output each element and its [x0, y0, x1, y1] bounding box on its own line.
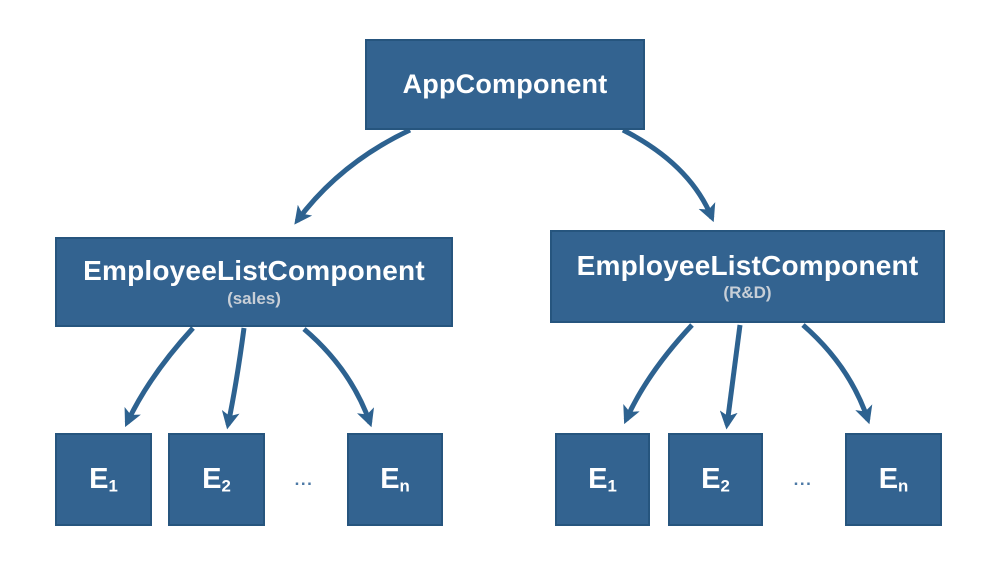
node-employee-list-rnd-label: EmployeeListComponent	[576, 249, 919, 281]
node-app-component-label: AppComponent	[402, 69, 608, 99]
ellipsis-rnd: ...	[793, 470, 813, 489]
arrow-rnd-to-en	[801, 323, 873, 425]
leaf-base: E	[588, 462, 608, 495]
leaf-subscript: n	[399, 476, 410, 496]
leaf-subscript: 2	[221, 476, 231, 496]
node-sales-e2-label: E2	[202, 463, 231, 497]
arrow-rnd-to-e1	[623, 323, 694, 425]
node-rnd-e1-label: E1	[588, 463, 617, 497]
node-employee-list-rnd-sublabel: (R&D)	[723, 283, 772, 303]
arrow-sales-to-en	[302, 327, 375, 428]
leaf-subscript: 1	[607, 476, 617, 496]
node-rnd-en-label: En	[879, 463, 909, 497]
node-rnd-e2: E2	[668, 433, 763, 526]
arrow-sales-to-e1	[124, 326, 195, 428]
node-employee-list-sales-sublabel: (sales)	[227, 288, 281, 308]
leaf-subscript: 2	[720, 476, 730, 496]
arrow-root-to-sales	[294, 127, 412, 225]
arrow-root-to-rnd	[621, 127, 716, 223]
leaf-base: E	[878, 462, 899, 495]
node-employee-list-rnd: EmployeeListComponent (R&D)	[550, 230, 945, 323]
node-sales-e1-label: E1	[89, 463, 118, 497]
node-sales-e2: E2	[168, 433, 265, 526]
node-sales-e1: E1	[55, 433, 152, 526]
node-rnd-en: En	[845, 433, 942, 526]
node-app-component: AppComponent	[365, 39, 645, 130]
leaf-base: E	[701, 462, 721, 495]
arrow-sales-to-e2	[221, 327, 247, 430]
node-sales-en-label: En	[380, 463, 410, 497]
leaf-base: E	[380, 462, 400, 495]
arrow-rnd-to-e2	[719, 324, 743, 430]
node-rnd-e2-label: E2	[701, 463, 730, 497]
leaf-base: E	[202, 462, 222, 495]
node-sales-en: En	[347, 433, 443, 526]
leaf-subscript: 1	[108, 476, 118, 496]
node-employee-list-sales: EmployeeListComponent (sales)	[55, 237, 453, 327]
ellipsis-sales: ...	[294, 470, 314, 489]
node-rnd-e1: E1	[555, 433, 650, 526]
leaf-base: E	[89, 462, 109, 495]
node-employee-list-sales-label: EmployeeListComponent	[83, 255, 425, 287]
leaf-subscript: n	[898, 476, 909, 496]
